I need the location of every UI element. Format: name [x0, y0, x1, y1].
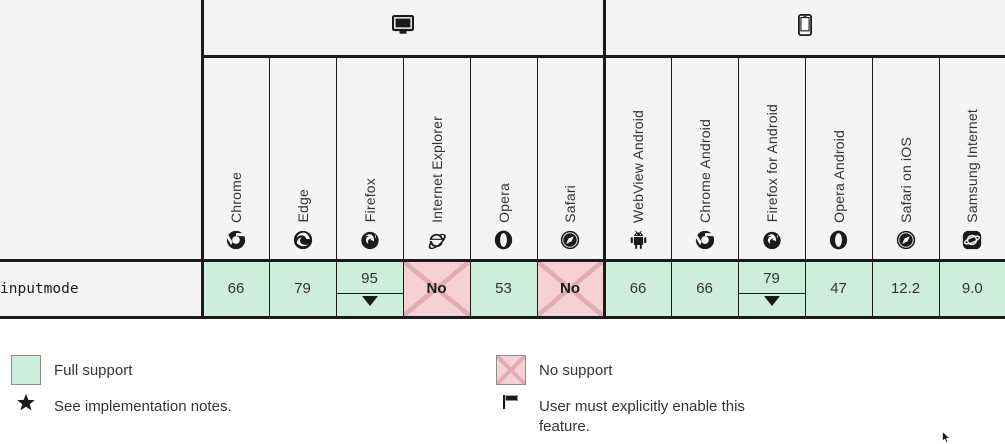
flag-icon [496, 393, 526, 411]
browser-header-row: Chrome Edge Firefox [0, 56, 1005, 262]
opera-logo-icon [828, 229, 850, 251]
support-value: 53 [495, 280, 512, 297]
legend-label: User must explicitly enable this feature… [539, 398, 745, 435]
legend-label: No support [539, 362, 613, 379]
support-cell-safari-on-ios[interactable]: 12.2 [871, 260, 940, 319]
platform-header-desktop [200, 0, 605, 58]
support-value: 66 [629, 280, 647, 297]
samsung-internet-logo-icon [961, 229, 983, 251]
browser-header-edge: Edge [268, 56, 336, 262]
browser-header-internet-explorer: Internet Explorer [402, 56, 470, 262]
browser-name-label: Firefox [361, 178, 378, 223]
platform-header-mobile [602, 0, 1005, 58]
browser-header-firefox: Firefox [335, 56, 403, 262]
feature-name-cell: inputmode [0, 259, 202, 319]
support-value: 9.0 [961, 280, 983, 297]
support-value: 79 [294, 280, 311, 297]
support-cell-edge[interactable]: 79 [268, 260, 336, 319]
browser-name-label: Safari on iOS [897, 136, 914, 223]
support-value: 66 [227, 280, 245, 297]
mobile-phone-icon [798, 13, 813, 36]
support-cell-webview-android[interactable]: 66 [602, 260, 672, 319]
support-cell-firefox[interactable]: 95 [335, 260, 403, 319]
browser-header-chrome: Chrome [200, 56, 269, 262]
support-cell-internet-explorer[interactable]: No [402, 260, 470, 319]
chrome-logo-icon [225, 229, 247, 251]
firefox-logo-icon [359, 229, 381, 251]
support-value: 12.2 [890, 280, 921, 297]
chevron-down-icon[interactable] [361, 296, 378, 306]
support-value: 95 [336, 271, 403, 294]
browser-name-label: Firefox for Android [763, 104, 780, 223]
browser-header-chrome-android: Chrome Android [670, 56, 739, 262]
table-corner-cell [0, 0, 202, 56]
legend-item-no-support: No support [496, 355, 966, 385]
support-value: No [560, 280, 581, 297]
browser-name-label: Internet Explorer [428, 115, 445, 223]
support-value: 79 [738, 271, 805, 294]
legend-column-left: Full support See implementation notes. [11, 355, 481, 444]
table-row: inputmode 66 79 95 No 53 No [0, 259, 1005, 319]
legend-item-full-support: Full support [11, 355, 481, 385]
support-cell-safari[interactable]: No [536, 260, 605, 319]
browser-name-label: Chrome [228, 171, 244, 223]
chevron-down-icon[interactable] [763, 296, 780, 306]
mouse-cursor-icon [942, 430, 951, 444]
support-cell-chrome-android[interactable]: 66 [670, 260, 739, 319]
safari-logo-icon [895, 229, 917, 251]
full-support-swatch [11, 355, 41, 385]
opera-logo-icon [493, 229, 515, 251]
browser-name-label: Safari [562, 184, 579, 223]
browser-name-label: Chrome Android [696, 118, 713, 223]
no-support-swatch [496, 355, 526, 385]
chrome-logo-icon [694, 229, 716, 251]
browser-name-label: Edge [294, 189, 311, 223]
browser-name-label: Opera [495, 182, 512, 223]
browser-header-safari: Safari [536, 56, 605, 262]
browser-header-webview-android: WebView Android [602, 56, 672, 262]
android-webview-logo-icon [627, 229, 649, 251]
support-cell-opera[interactable]: 53 [469, 260, 537, 319]
browser-name-label: Opera Android [830, 129, 847, 223]
internet-explorer-logo-icon [426, 229, 448, 251]
firefox-logo-icon [761, 229, 783, 251]
support-value: No [426, 280, 447, 297]
support-cell-firefox-for-android[interactable]: 79 [737, 260, 806, 319]
star-icon [11, 393, 41, 413]
legend-item-enable-feature: User must explicitly enable this feature… [496, 393, 966, 437]
browser-header-opera: Opera [469, 56, 537, 262]
legend: Full support See implementation notes. N… [11, 355, 996, 444]
safari-logo-icon [559, 229, 581, 251]
legend-label: See implementation notes. [54, 398, 232, 415]
legend-label: Full support [54, 362, 133, 379]
legend-item-implementation-notes: See implementation notes. [11, 393, 481, 421]
edge-logo-icon [292, 229, 314, 251]
support-cell-samsung-internet[interactable]: 9.0 [938, 260, 1005, 319]
support-cell-chrome[interactable]: 66 [200, 260, 269, 319]
browser-name-label: Samsung Internet [964, 108, 981, 223]
support-value: 66 [696, 280, 713, 297]
browser-name-label: WebView Android [630, 109, 647, 223]
legend-column-right: No support User must explicitly enable t… [496, 355, 966, 444]
platform-header-row [0, 0, 1005, 58]
browser-header-firefox-for-android: Firefox for Android [737, 56, 806, 262]
browser-header-safari-on-ios: Safari on iOS [871, 56, 940, 262]
support-cell-opera-android[interactable]: 47 [804, 260, 873, 319]
support-value: 47 [830, 280, 847, 297]
browser-header-samsung-internet: Samsung Internet [938, 56, 1005, 262]
desktop-monitor-icon [392, 14, 415, 35]
browser-header-spacer [0, 56, 202, 262]
browser-compatibility-table: Chrome Edge Firefox [0, 0, 1005, 319]
browser-header-opera-android: Opera Android [804, 56, 873, 262]
